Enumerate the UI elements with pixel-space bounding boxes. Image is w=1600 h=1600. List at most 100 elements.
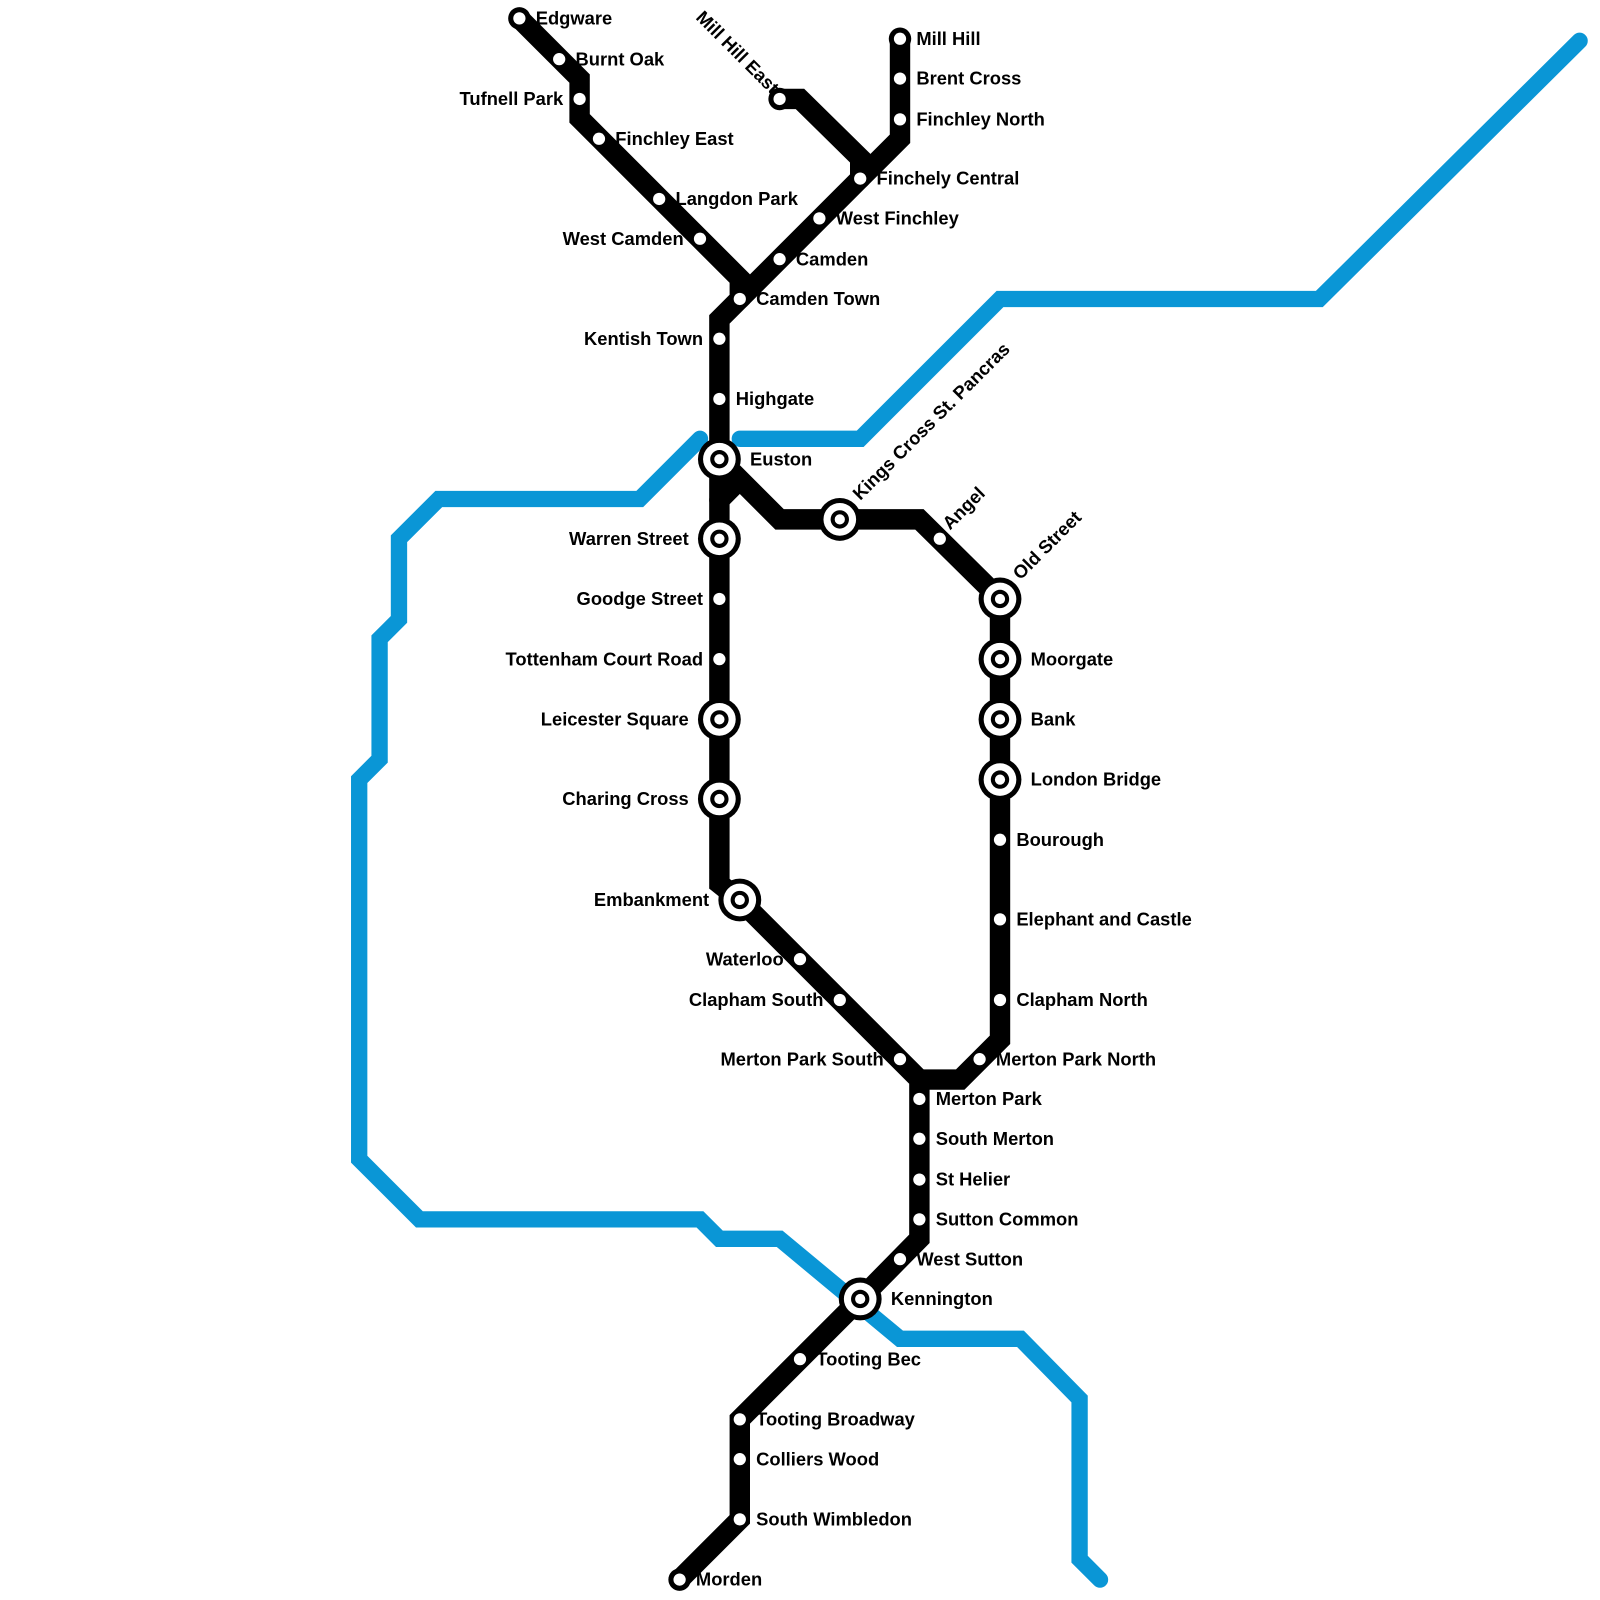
interchange-center: [734, 894, 745, 906]
station-label: Finchley North: [916, 109, 1045, 130]
station-elephant-and-castle[interactable]: Elephant and Castle: [993, 909, 1192, 930]
station-west-finchley[interactable]: West Finchley: [813, 207, 960, 228]
station-tooting-bec[interactable]: Tooting Bec: [793, 1348, 921, 1369]
station-mill-hill[interactable]: Mill Hill: [888, 27, 981, 50]
station-tufnell-park[interactable]: Tufnell Park: [460, 88, 586, 109]
station-label: Finchely Central: [877, 168, 1020, 189]
station-dot-icon: [693, 232, 707, 245]
station-st-helier[interactable]: St Helier: [913, 1169, 1010, 1190]
station-colliers-wood[interactable]: Colliers Wood: [733, 1448, 880, 1469]
station-west-sutton[interactable]: West Sutton: [893, 1248, 1023, 1269]
station-dot-icon: [913, 1213, 926, 1226]
station-finchley-east[interactable]: Finchley East: [592, 128, 734, 149]
station-angel[interactable]: Angel: [933, 483, 989, 545]
station-embankment[interactable]: Embankment: [594, 878, 762, 922]
station-dot-icon: [913, 1132, 926, 1145]
station-label: Merton Park South: [720, 1048, 883, 1069]
station-dot-icon: [993, 993, 1007, 1007]
station-edgware[interactable]: Edgware: [508, 7, 613, 30]
station-dot-icon: [933, 532, 946, 545]
station-dot-icon: [573, 92, 586, 106]
station-finchley-north[interactable]: Finchley North: [893, 109, 1045, 130]
station-charing-cross[interactable]: Charing Cross: [562, 777, 741, 821]
station-merton-park-north[interactable]: Merton Park North: [973, 1048, 1156, 1069]
station-dot-icon: [793, 953, 807, 966]
station-label: Mill Hill: [916, 28, 980, 49]
station-warren-street[interactable]: Warren Street: [569, 517, 741, 561]
interchange-center: [714, 714, 725, 725]
station-kennington[interactable]: Kennington: [838, 1277, 993, 1321]
station-label: Tooting Broadway: [756, 1409, 916, 1430]
blue-line-segment: [731, 32, 1588, 447]
interchange-center: [855, 1293, 866, 1305]
station-euston[interactable]: Euston: [697, 437, 812, 481]
station-camden-town[interactable]: Camden Town: [733, 288, 881, 309]
station-label: Tooting Bec: [816, 1348, 921, 1369]
station-dot-icon: [713, 592, 726, 606]
station-clapham-south[interactable]: Clapham South: [689, 989, 846, 1010]
station-label: Highgate: [736, 388, 815, 409]
station-langdon-park[interactable]: Langdon Park: [653, 188, 799, 209]
station-dot-icon: [893, 72, 907, 85]
interchange-center: [714, 454, 725, 465]
station-clapham-north[interactable]: Clapham North: [993, 989, 1148, 1010]
station-dot-icon: [733, 1453, 746, 1466]
station-dot-icon: [893, 1253, 907, 1266]
station-south-wimbledon[interactable]: South Wimbledon: [733, 1509, 912, 1530]
station-burnt-oak[interactable]: Burnt Oak: [553, 48, 665, 69]
station-dot-icon: [973, 1053, 986, 1066]
station-merton-park[interactable]: Merton Park: [913, 1088, 1043, 1109]
station-bourough[interactable]: Bourough: [993, 829, 1104, 850]
station-label: Camden Town: [756, 288, 880, 309]
station-moorgate[interactable]: Moorgate: [978, 637, 1114, 681]
station-label: Moorgate: [1031, 648, 1114, 669]
station-label: Camden: [796, 248, 868, 269]
station-label: Elephant and Castle: [1016, 909, 1191, 930]
station-dot-icon: [673, 1573, 686, 1586]
station-kentish-town[interactable]: Kentish Town: [584, 328, 726, 349]
station-label: Kentish Town: [584, 328, 703, 349]
station-label: Clapham North: [1016, 989, 1148, 1010]
station-label: West Finchley: [836, 207, 960, 228]
station-mill-hill-east[interactable]: Mill Hill East: [692, 6, 791, 111]
station-finchely-central[interactable]: Finchely Central: [854, 168, 1019, 189]
station-label: Embankment: [594, 889, 709, 910]
station-morden[interactable]: Morden: [668, 1568, 762, 1591]
station-merton-park-south[interactable]: Merton Park South: [720, 1048, 907, 1069]
station-dot-icon: [773, 253, 786, 266]
interchange-center: [994, 714, 1006, 725]
station-waterloo[interactable]: Waterloo: [706, 948, 807, 969]
station-label: Merton Park North: [996, 1048, 1156, 1069]
station-highgate[interactable]: Highgate: [713, 388, 814, 409]
station-label: London Bridge: [1031, 769, 1162, 790]
station-west-camden[interactable]: West Camden: [563, 228, 707, 249]
station-tottenham-court-road[interactable]: Tottenham Court Road: [506, 648, 726, 669]
station-label: Goodge Street: [577, 588, 703, 609]
station-leicester-square[interactable]: Leicester Square: [541, 697, 741, 741]
station-label: St Helier: [936, 1169, 1011, 1190]
station-label: Kennington: [891, 1288, 993, 1309]
northern-line-segment: [709, 465, 1011, 1090]
station-dot-icon: [893, 113, 907, 126]
station-old-street[interactable]: Old Street: [978, 507, 1086, 621]
station-camden[interactable]: Camden: [773, 248, 868, 269]
station-bank[interactable]: Bank: [978, 697, 1077, 741]
station-label: Tottenham Court Road: [506, 648, 704, 669]
station-brent-cross[interactable]: Brent Cross: [893, 68, 1022, 89]
interchange-center: [994, 774, 1006, 785]
northern-line-segment: [509, 8, 750, 470]
station-label: Waterloo: [706, 948, 784, 969]
interchange-center: [714, 533, 725, 544]
station-label: Sutton Common: [936, 1209, 1079, 1230]
station-dot-icon: [833, 993, 846, 1007]
station-label: West Sutton: [916, 1248, 1023, 1269]
route-lines: [351, 8, 1588, 1590]
station-goodge-street[interactable]: Goodge Street: [577, 588, 726, 609]
station-tooting-broadway[interactable]: Tooting Broadway: [733, 1409, 916, 1430]
interchange-center: [994, 593, 1006, 605]
station-london-bridge[interactable]: London Bridge: [978, 758, 1162, 802]
station-sutton-common[interactable]: Sutton Common: [913, 1209, 1078, 1230]
station-south-merton[interactable]: South Merton: [913, 1128, 1054, 1149]
station-label: Edgware: [536, 7, 613, 28]
station-label: Charing Cross: [562, 788, 689, 809]
